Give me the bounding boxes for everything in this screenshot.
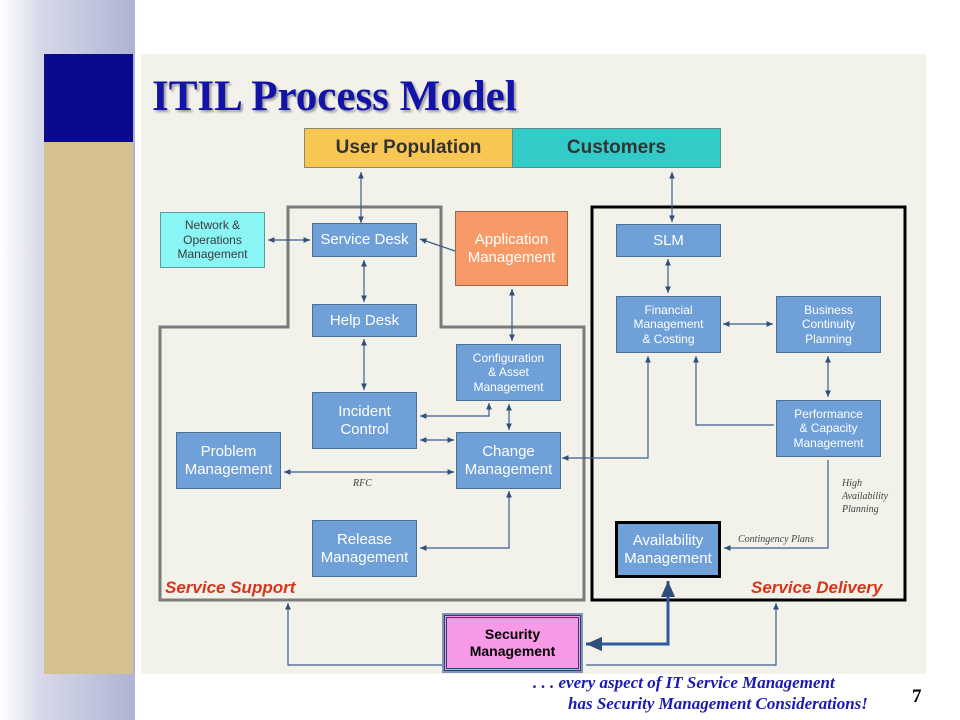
config-line2: & Asset — [488, 365, 529, 380]
footer-line-2: has Security Management Considerations! — [568, 694, 868, 713]
connector-application-servicedesk — [419, 238, 456, 252]
continuity-line2: Continuity — [801, 317, 856, 332]
service-support-label: Service Support — [165, 578, 296, 597]
release-line1: Release — [336, 530, 393, 548]
connector-security-delivery — [586, 603, 779, 666]
connector-performance-financial — [693, 356, 774, 426]
customers-box: Customers — [512, 128, 721, 168]
slm-box: SLM — [616, 224, 721, 257]
user-population-box: User Population — [304, 128, 513, 168]
financial-line1: Financial — [644, 302, 693, 317]
change-line2: Management — [464, 460, 553, 478]
financial-line3: & Costing — [642, 331, 695, 346]
availability-line2: Management — [624, 549, 712, 567]
performance-line3: Management — [793, 435, 864, 450]
high-availability-line2: Availability — [842, 491, 889, 502]
page-number: 7 — [912, 686, 922, 707]
connector-incident-config — [420, 403, 492, 419]
security-line1: Security — [484, 626, 541, 643]
security-line2: Management — [469, 643, 556, 659]
performance-line2: & Capacity — [799, 421, 858, 436]
availability-line1: Availability — [632, 531, 704, 549]
problem-line2: Management — [184, 460, 273, 478]
config-line1: Configuration — [472, 350, 545, 365]
connector-performance-availability — [724, 460, 829, 551]
help-desk-box: Help Desk — [312, 304, 417, 337]
connector-security-availability — [586, 581, 676, 652]
config-line3: Management — [473, 379, 544, 394]
continuity-line1: Business — [804, 302, 853, 317]
high-availability-line3: Planning — [842, 504, 879, 515]
connector-release-change — [420, 491, 512, 551]
network-ops-line1: Network & — [184, 218, 241, 233]
network-ops-line3: Management — [177, 247, 248, 262]
change-line1: Change — [482, 442, 535, 460]
incident-line2: Control — [340, 420, 389, 438]
financial-line2: Management — [633, 317, 704, 332]
performance-line1: Performance — [794, 406, 863, 421]
connector-change-financial — [562, 356, 651, 461]
network-ops-line2: Operations — [183, 232, 242, 247]
continuity-line3: Planning — [805, 331, 852, 346]
service-delivery-label: Service Delivery — [751, 578, 883, 597]
left-tan-block — [44, 142, 133, 674]
application-line2: Management — [467, 248, 556, 266]
rfc-label: RFC — [353, 478, 372, 489]
incident-line1: Incident — [338, 402, 391, 420]
problem-line1: Problem — [200, 442, 257, 460]
release-line2: Management — [320, 548, 409, 566]
slide-title: ITIL Process Model — [152, 73, 517, 120]
application-line1: Application — [474, 230, 549, 248]
service-desk-box: Service Desk — [312, 223, 417, 257]
service-support-region — [158, 205, 586, 602]
connector-security-support — [285, 603, 442, 666]
left-blue-block — [44, 54, 133, 142]
high-availability-line1: High — [842, 478, 862, 489]
contingency-plans-label: Contingency Plans — [738, 534, 814, 545]
footer-line-1: . . . every aspect of IT Service Managem… — [533, 673, 835, 692]
